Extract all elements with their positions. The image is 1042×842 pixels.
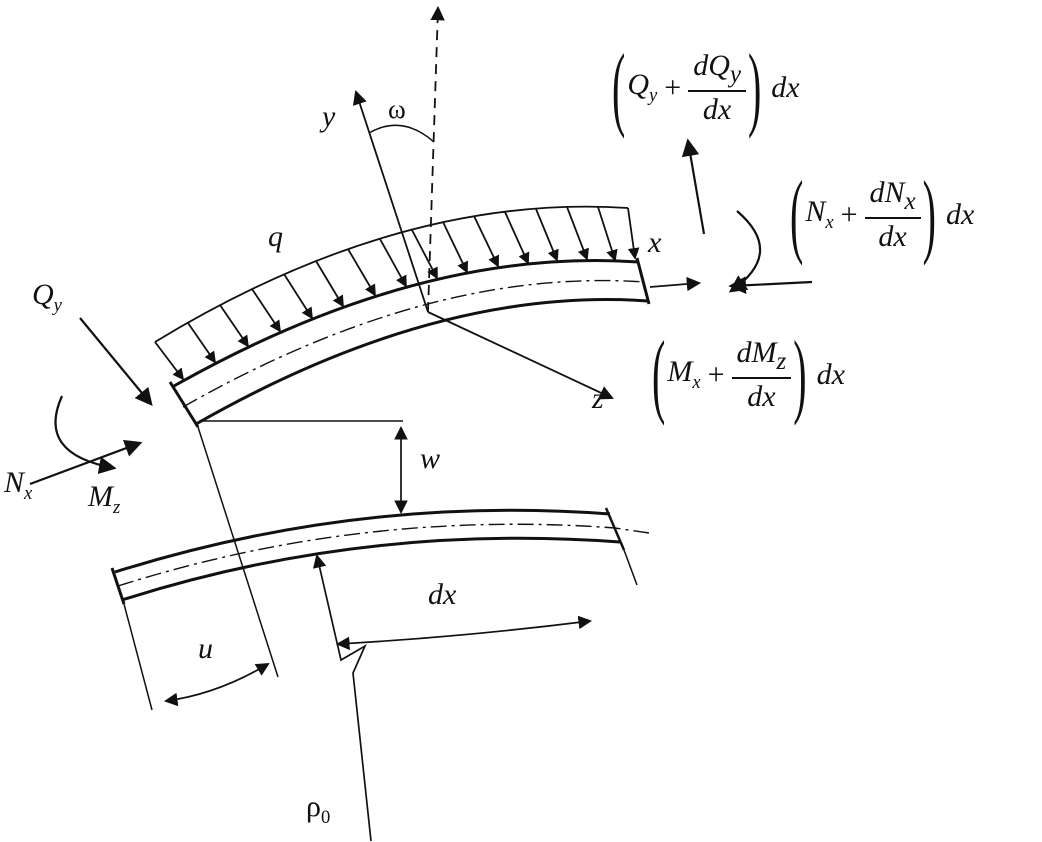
normal-increment-formula: ( Nx + dNx dx ) dx bbox=[788, 167, 974, 263]
dx-multiplier: dx bbox=[771, 71, 800, 104]
moment-derivative-fraction: dMz dx bbox=[731, 338, 792, 412]
moment-symbol-right: Mx bbox=[667, 355, 701, 394]
z-axis-label: z bbox=[592, 382, 604, 415]
close-paren: ) bbox=[793, 320, 807, 427]
distributed-load bbox=[154, 205, 640, 381]
load-label: q bbox=[268, 220, 283, 253]
shear-symbol-right: Qy bbox=[627, 68, 658, 107]
plus-operator: + bbox=[707, 358, 725, 391]
right-end-force-arrows bbox=[681, 138, 813, 295]
shear-derivative-fraction: dQy dx bbox=[688, 51, 746, 125]
y-axis-arrow bbox=[352, 89, 429, 313]
moment-symbol-left: Mz bbox=[88, 480, 121, 518]
lower-left-face-extension-line bbox=[123, 603, 153, 711]
left-end-force-arrows bbox=[29, 317, 153, 486]
shear-force-arrow-left bbox=[79, 317, 153, 407]
moment-arc-left bbox=[54, 395, 117, 475]
vertical-reference-dashed-line bbox=[427, 5, 445, 313]
dx-dimension-arc bbox=[335, 615, 593, 651]
dx-multiplier: dx bbox=[816, 358, 845, 391]
normal-force-arrow-left bbox=[29, 439, 143, 486]
load-arrows bbox=[154, 206, 640, 381]
normal-symbol-right: Nx bbox=[805, 195, 834, 234]
open-paren: ( bbox=[612, 33, 626, 140]
normal-force-label-left: Nx bbox=[4, 468, 32, 504]
moment-increment-formula: ( Mx + dMz dx ) dx bbox=[650, 327, 845, 423]
rho-symbol: ρ0 bbox=[306, 790, 331, 828]
close-paren: ) bbox=[922, 160, 936, 267]
open-paren: ( bbox=[652, 320, 666, 427]
z-axis-arrow bbox=[427, 311, 614, 400]
radius-rho-arrow bbox=[312, 554, 372, 842]
omega-angle-arc bbox=[368, 124, 435, 143]
moment-label-left: Mz bbox=[88, 482, 120, 518]
left-face-extension-line bbox=[197, 426, 279, 678]
lower-right-face-extension-line bbox=[623, 549, 638, 586]
normal-derivative-fraction: dNx dx bbox=[864, 178, 921, 252]
dimension-lines bbox=[123, 420, 638, 842]
lower-beam bbox=[110, 507, 650, 605]
plus-operator: + bbox=[840, 198, 858, 231]
y-axis-label: y bbox=[322, 100, 336, 133]
coordinate-axes bbox=[352, 5, 702, 400]
omega-angle-label: ω bbox=[388, 94, 406, 124]
upper-beam bbox=[168, 257, 651, 428]
x-axis-label: x bbox=[648, 226, 662, 259]
x-axis-arrow bbox=[649, 276, 702, 292]
shear-symbol-left: Qy bbox=[32, 278, 62, 316]
normal-symbol-left: Nx bbox=[4, 466, 33, 504]
w-displacement-label: w bbox=[420, 442, 441, 475]
load-envelope-line bbox=[154, 205, 629, 343]
plus-operator: + bbox=[664, 71, 682, 104]
lower-beam-centerline bbox=[117, 523, 650, 587]
dx-multiplier: dx bbox=[945, 198, 975, 231]
radius-rho-label: ρ0 bbox=[306, 792, 330, 828]
dx-dimension-label: dx bbox=[428, 578, 457, 611]
shear-increment-formula: ( Qy + dQy dx ) dx bbox=[610, 40, 800, 136]
open-paren: ( bbox=[790, 160, 804, 267]
u-dimension-arc bbox=[163, 662, 270, 707]
shear-force-arrow-right bbox=[681, 138, 706, 235]
moment-arc-right bbox=[728, 210, 762, 293]
shear-force-label-left: Qy bbox=[32, 280, 62, 316]
close-paren: ) bbox=[747, 33, 762, 140]
u-displacement-label: u bbox=[198, 632, 213, 665]
